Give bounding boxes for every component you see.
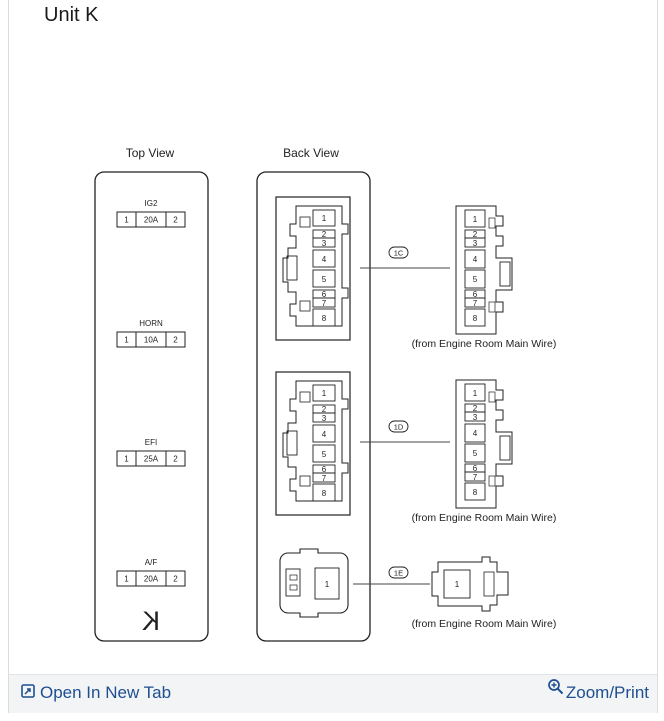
open-new-tab-icon [21,683,35,703]
pin-label: 5 [322,275,327,284]
fuse-pin-left: 1 [124,455,129,464]
pin-label: 7 [322,299,327,308]
fuse-pin-right: 2 [173,575,178,584]
zoom-magnifier-icon [547,678,564,700]
connector-id-badge-1e: 1E [388,566,409,579]
fuse-pin-right: 2 [173,455,178,464]
pin-label: 3 [322,239,327,248]
pin-label: 2 [322,230,327,239]
open-in-new-tab-label: Open In New Tab [40,683,172,702]
pin-label: 5 [322,450,327,459]
pin-label: 1 [473,389,478,398]
pin-label: 8 [322,314,327,323]
connector-caption-1e: (from Engine Room Main Wire) [412,618,557,630]
pin-label: 6 [473,464,478,473]
back-connector-1e: 1 [279,548,349,618]
top-view-panel [94,171,209,642]
fuse-efi: EFI 1 25A 2 [116,438,186,467]
back-view-label: Back View [283,146,339,160]
pin-label: 7 [473,473,478,482]
pin-label: 3 [322,414,327,423]
page-title: Unit K [44,4,99,26]
open-in-new-tab-link[interactable]: Open In New Tab [21,683,171,703]
connector-id: 1E [394,569,403,578]
plug-connector-1e: 1 [431,556,509,612]
pin-label: 4 [473,429,478,438]
pin-label: 1 [322,214,327,223]
pin-label: 2 [473,404,478,413]
pin-label: 5 [473,449,478,458]
pin-label: 4 [322,255,327,264]
connector-id: 1C [394,249,404,258]
pin-label: 1 [322,389,327,398]
fuse-rating: 25A [144,455,159,464]
fuse-pin-left: 1 [124,575,129,584]
fuse-pin-right: 2 [173,216,178,225]
fuse-rating: 20A [144,575,159,584]
pin-label: 3 [473,413,478,422]
back-view-panel [256,171,371,642]
pin-label: 6 [322,465,327,474]
pin-label: 4 [473,255,478,264]
fuse-pin-left: 1 [124,336,129,345]
zoom-print-label: Zoom/Print [565,683,649,702]
diagram-frame [8,0,658,713]
zoom-print-link[interactable]: Zoom/Print [547,678,649,703]
fuse-name: HORN [139,319,163,328]
pin-label: 3 [473,239,478,248]
fuse-pin-right: 2 [173,336,178,345]
pin-label: 1 [455,580,460,589]
connector-id-badge-1d: 1D [388,420,409,433]
fuse-rating: 10A [144,336,159,345]
pin-label: 1 [473,215,478,224]
connector-id: 1D [394,423,404,432]
fuse-name: A/F [145,558,158,567]
back-connector-1c: 1 2 3 4 5 6 7 8 [275,196,351,341]
fuse-diagram: Top View Back View IG2 1 20A 2 HORN 1 10… [94,146,557,642]
pin-label: 6 [473,290,478,299]
pin-label: 7 [473,299,478,308]
fuse-horn: HORN 1 10A 2 [116,319,186,348]
back-connector-1d: 1 2 3 4 5 6 7 8 [275,371,351,516]
fuse-af: A/F 1 20A 2 [116,558,186,587]
fuse-pin-left: 1 [124,216,129,225]
pin-label: 8 [473,488,478,497]
pin-label: 4 [322,430,327,439]
footer-bar: Open In New Tab Zoom/Print [9,674,657,713]
pin-label: 8 [473,314,478,323]
pin-label: 2 [473,230,478,239]
fuse-name: IG2 [145,199,158,208]
pin-label: 5 [473,275,478,284]
plug-connector-1d: 1 2 3 4 5 6 7 8 [455,379,513,509]
fuse-ig2: IG2 1 20A 2 [116,199,186,228]
top-view-label: Top View [126,146,175,160]
pin-label: 2 [322,405,327,414]
pin-label: 8 [322,489,327,498]
plug-connector-1c: 1 2 3 4 5 6 7 8 [455,205,513,335]
connector-id-badge-1c: 1C [388,246,409,259]
fuse-rating: 20A [144,216,159,225]
connector-caption-1d: (from Engine Room Main Wire) [412,512,557,524]
pin-label: 7 [322,474,327,483]
pin-label: 1 [325,580,330,589]
block-letter: K [142,606,160,636]
connector-caption-1c: (from Engine Room Main Wire) [412,338,557,350]
pin-label: 6 [322,290,327,299]
fuse-name: EFI [145,438,157,447]
